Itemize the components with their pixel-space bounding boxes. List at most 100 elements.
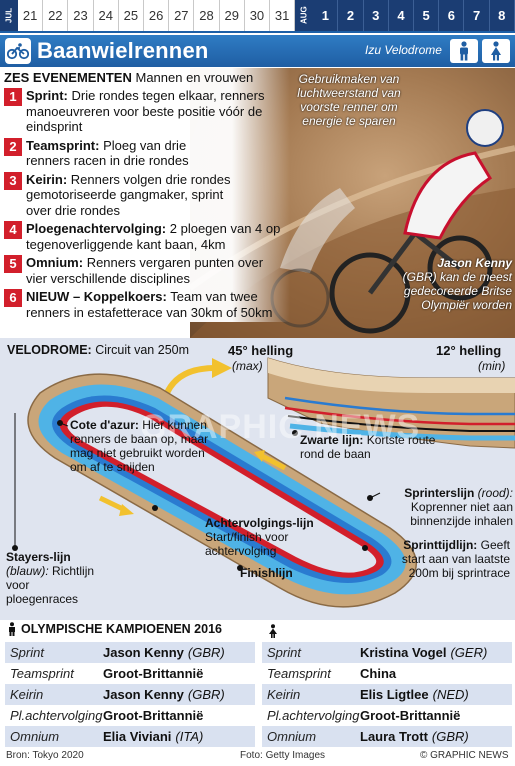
event-item: 4 Ploegenachtervolging: 2 ploegen van 4 …	[4, 221, 286, 252]
note-title: Cote d'azur:	[70, 418, 139, 432]
event-name: NIEUW – Koppelkoers:	[26, 289, 167, 304]
events-heading-bold: Zes evenementen	[4, 70, 132, 85]
champion-name: Groot-Brittannië	[103, 708, 204, 723]
page-title: Baanwielrennen	[37, 38, 209, 63]
discipline: Sprint	[10, 645, 44, 660]
nationality: (NED)	[432, 687, 469, 702]
velodrome-diagram	[12, 357, 515, 608]
events-section: Gebruikmaken van luchtweerstand van voor…	[0, 68, 515, 338]
event-number: 5	[4, 255, 22, 273]
event-desc: Renners vergaren punten over vier versch…	[26, 255, 264, 286]
event-item: 3 Keirin: Renners volgen drie rondes gem…	[4, 171, 286, 219]
discipline: Sprint	[267, 645, 301, 660]
note-text: Koprenner niet aan binnenzijde inhalen	[410, 500, 513, 528]
bank-12-label: 12° helling	[436, 343, 502, 358]
venue-label: Izu Velodrome	[365, 43, 442, 57]
velodrome-section: Velodrome: Circuit van 250m 45° helling …	[0, 338, 515, 620]
note-title: Sprinterslijn	[404, 486, 475, 500]
nationality: (ITA)	[175, 729, 204, 744]
title-bar: Baanwielrennen Izu Velodrome	[0, 35, 515, 67]
champions-heading: Olympische kampioenen 2016	[7, 622, 222, 636]
discipline: Pl.achtervolging	[10, 708, 103, 723]
event-name: Omnium:	[26, 255, 84, 270]
table-row: Sprint Jason Kenny(GBR)	[5, 642, 255, 663]
note-title: Sprinttijdlijn:	[403, 538, 478, 552]
champion-name: Elis Ligtlee	[360, 687, 429, 702]
event-name: Keirin:	[26, 171, 68, 187]
kenny-name: Jason Kenny	[437, 256, 512, 270]
calendar-day: 22	[43, 0, 69, 31]
note-text: Start/finish voor achtervolging	[205, 530, 289, 558]
note-zwarte-lijn: Zwarte lijn: Kortste route rond de baan	[300, 433, 450, 461]
event-item: 1 Sprint: Drie rondes tegen elkaar, renn…	[4, 88, 286, 135]
note-sprinttijdlijn: Sprinttijdlijn: Geeft start aan van laat…	[388, 538, 510, 580]
kenny-text: (GBR) kan de meest gedecoreerde Britse O…	[402, 270, 512, 312]
calendar-day: 28	[194, 0, 220, 31]
discipline: Keirin	[10, 687, 44, 702]
calendar-day-active: 7	[464, 0, 490, 31]
month-label-aug: AUG	[295, 0, 314, 31]
note-achtervolgingslijn: Achtervolgings-lijn Start/finish voor ac…	[205, 516, 335, 558]
event-name: Ploegenachtervolging:	[26, 221, 167, 236]
champions-heading-text: Olympische kampioenen 2016	[21, 622, 222, 636]
watermark: GRAPHIC NEWS	[140, 408, 421, 446]
event-number: 2	[4, 137, 22, 156]
champion-name: Laura Trott	[360, 729, 428, 744]
event-desc: Drie rondes tegen elkaar, renners manoeu…	[26, 88, 265, 134]
nationality: (GBR)	[431, 729, 469, 744]
note-title: Achtervolgings-lijn	[205, 516, 314, 530]
note-text: Kortste route rond de baan	[300, 433, 436, 461]
bank-12-sub: (min)	[478, 359, 506, 373]
velodrome-label-rest: Circuit van 250m	[95, 343, 190, 357]
note-sprinterslijn: Sprinterslijn (rood): Koprenner niet aan…	[378, 486, 513, 528]
calendar-day: 30	[245, 0, 271, 31]
events-heading: Zes evenementen Mannen en vrouwen	[4, 70, 286, 85]
champion-name: Groot-Brittannië	[103, 666, 204, 681]
event-number: 1	[4, 88, 22, 106]
calendar-day-active: 4	[388, 0, 415, 31]
calendar-day: 29	[220, 0, 245, 31]
kenny-caption: Jason Kenny (GBR) kan de meest gedecoree…	[402, 256, 512, 312]
bank-45-sub: (max)	[232, 359, 263, 373]
female-icon	[482, 39, 510, 63]
nationality: (GBR)	[187, 645, 225, 660]
champion-name: Jason Kenny	[103, 645, 184, 660]
champions-section: Olympische kampioenen 2016 Sprint Jason K…	[0, 620, 515, 748]
bank-45-label: 45° helling	[228, 343, 294, 358]
champion-name: Groot-Brittannië	[360, 708, 461, 723]
event-desc: Renners volgen drie rondes gemotoriseerd…	[26, 171, 231, 218]
event-item: 5 Omnium: Renners vergaren punten over v…	[4, 255, 286, 286]
note-text: Richtlijn voor ploegenraces	[6, 564, 95, 606]
copyright: © GRAPHIC NEWS	[420, 750, 509, 761]
note-stayerslijn: Stayers-lijn (blauw): Richtlijn voor plo…	[6, 550, 101, 606]
male-icon	[450, 39, 478, 63]
nationality: (GER)	[450, 645, 488, 660]
calendar-day: 27	[169, 0, 195, 31]
calendar-day: 21	[18, 0, 44, 31]
nationality: (GBR)	[187, 687, 225, 702]
event-item: 2 Teamsprint: Ploeg van drie renners rac…	[4, 137, 286, 169]
note-title: Zwarte lijn:	[300, 433, 364, 447]
event-desc: Team van twee renners in estafetterace v…	[26, 289, 273, 320]
calendar-day-active: 2	[338, 0, 364, 31]
calendar-day-active: 8	[489, 0, 515, 31]
note-cote-dazur: Cote d'azur: Hier kunnen renners de baan…	[70, 418, 220, 474]
event-name: Sprint:	[26, 88, 68, 103]
events-list: Zes evenementen Mannen en vrouwen 1 Spri…	[0, 68, 290, 322]
champion-name: China	[360, 666, 397, 681]
event-item: 6 NIEUW – Koppelkoers: Team van twee ren…	[4, 289, 286, 320]
male-icon	[9, 622, 15, 636]
champion-name: Elia Viviani	[103, 729, 172, 744]
event-desc: Ploeg van drie renners racen in drie ron…	[26, 137, 189, 169]
month-label-jul: JUL	[0, 0, 18, 31]
event-number: 4	[4, 221, 22, 239]
champion-name: Kristina Vogel	[360, 645, 447, 660]
